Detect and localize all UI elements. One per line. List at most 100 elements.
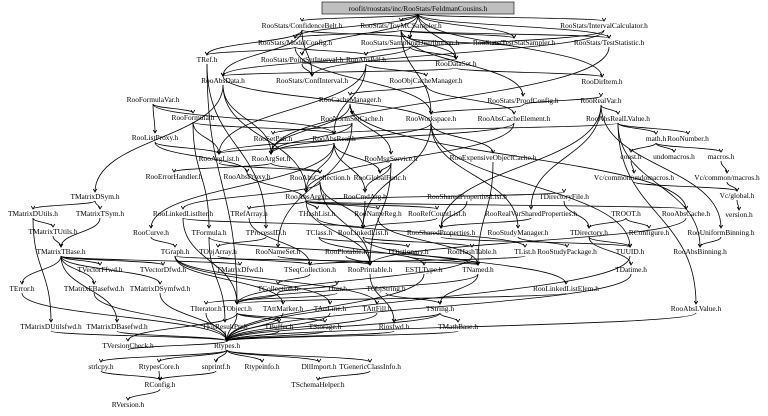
node-vcglobal[interactable]: Vc/global.h <box>720 191 755 200</box>
node-nameset[interactable]: RooNameSet.h <box>256 247 301 256</box>
node-consth[interactable]: const.h <box>620 152 641 161</box>
node-plotable[interactable]: RooPlotable.h <box>325 247 367 256</box>
node-thashlist[interactable]: THashList.h <box>299 209 336 218</box>
node-realvarsharedprop[interactable]: RooRealVarSharedProperties.h <box>485 209 577 218</box>
node-linkedlistitr[interactable]: RooLinkedListIter.h <box>153 209 213 218</box>
node-tmatrixdsymfwd[interactable]: TMatrixDSymfwd.h <box>130 284 191 293</box>
node-curve[interactable]: RooCurve.h <box>133 228 169 237</box>
node-tmatrixdutilsfwd[interactable]: TMatrixDUtilsfwd.h <box>20 322 82 331</box>
node-tdictionary[interactable]: TDictionary.h <box>387 247 428 256</box>
node-confbelt[interactable]: RooStats/ConfidenceBelt.h <box>262 21 343 30</box>
node-mathh[interactable]: math.h <box>646 134 667 143</box>
node-tiostream[interactable]: TIterator.h <box>190 304 222 313</box>
node-tmatrixfbasefwd[interactable]: TMatrixFBasefwd.h <box>64 284 124 293</box>
node-cachemgr[interactable]: RooCacheManager.h <box>319 95 381 104</box>
node-riosfwd[interactable]: Riosfwd.h <box>379 322 410 331</box>
node-strlcpy[interactable]: strlcpy.h <box>88 362 113 371</box>
node-absreallval[interactable]: RooAbsRealLValue.h <box>586 114 650 123</box>
node-tgraph[interactable]: TGraph.h <box>161 247 190 256</box>
node-trefarray[interactable]: TRefArray.h <box>230 209 268 218</box>
node-objcache[interactable]: RooObjCacheManager.h <box>389 76 463 85</box>
node-proofconfig[interactable]: RooStats/ProofConfig.h <box>487 96 559 105</box>
node-macros[interactable]: macros.h <box>708 152 735 161</box>
node-argset[interactable]: RooArgSet.h <box>252 154 291 163</box>
node-diritem[interactable]: RooDirItem.h <box>581 77 623 86</box>
node-attmarker[interactable]: TAttMarker.h <box>263 304 304 313</box>
node-formulavar[interactable]: RooFormulaVar.h <box>127 95 180 104</box>
node-tversioncheck[interactable]: TVersionCheck.h <box>102 341 154 350</box>
node-tdirfile[interactable]: TDirectoryFile.h <box>539 192 589 201</box>
root-node-label[interactable]: roofit/roostats/inc/RooStats/FeldmanCous… <box>349 4 488 13</box>
node-absdata[interactable]: RooAbsData.h <box>201 76 245 85</box>
node-rconfig[interactable]: RConfig.h <box>144 380 175 389</box>
node-intcalc[interactable]: RooStats/IntervalCalculator.h <box>560 21 648 30</box>
node-linkedlistelem[interactable]: RooLinkedListElem.h <box>533 284 599 293</box>
node-absreal[interactable]: RooAbsReal.h <box>312 134 356 143</box>
node-realvar[interactable]: RooRealVar.h <box>580 96 622 105</box>
node-tprocessid[interactable]: TProcessID.h <box>246 228 287 237</box>
node-tlisth[interactable]: TList.h <box>514 247 536 256</box>
node-namereg[interactable]: RooNameReg.h <box>354 209 402 218</box>
node-tuuid[interactable]: TUUID.h <box>616 247 645 256</box>
node-testsampler[interactable]: RooStats/TestStatSampler.h <box>473 38 556 47</box>
node-tclass[interactable]: TClass.h <box>306 228 332 237</box>
node-dataset[interactable]: RooDataSet.h <box>435 59 477 68</box>
node-troot[interactable]: TROOT.h <box>611 209 641 218</box>
node-absarg[interactable]: RooAbsArg.h <box>285 192 326 201</box>
node-msgservice[interactable]: RooMsgService.h <box>364 154 417 163</box>
node-studypackage[interactable]: RooStudyPackage.h <box>537 247 597 256</box>
node-listproxy[interactable]: RooListProxy.h <box>132 133 179 142</box>
node-uniformbinning[interactable]: RooUniformBinning.h <box>687 228 754 237</box>
node-tstring[interactable]: TString.h <box>426 304 454 313</box>
node-rtypes[interactable]: Rtypes.h <box>214 341 240 350</box>
node-tobject[interactable]: TObject.h <box>222 304 252 313</box>
node-normset[interactable]: RooNormSetCache.h <box>320 114 383 123</box>
node-pointset[interactable]: RooStats/PointSetInterval.h <box>261 55 344 64</box>
node-tdirectory[interactable]: TDirectory.h <box>570 228 608 237</box>
node-rtypescore[interactable]: RtypesCore.h <box>139 362 180 371</box>
node-tmatrixdsym[interactable]: TMatrixDSym.h <box>70 192 119 201</box>
node-tstorage[interactable]: TStorage.h <box>309 322 342 331</box>
node-arglist[interactable]: RooArgList.h <box>199 154 240 163</box>
node-titer[interactable]: TIter.h <box>327 284 347 293</box>
node-number[interactable]: RooNumber.h <box>667 134 709 143</box>
node-tbuffer[interactable]: TBuffer.h <box>265 322 294 331</box>
node-tschemahelper[interactable]: TSchemaHelper.h <box>291 380 344 389</box>
node-toymc[interactable]: RooStats/ToyMCSampler.h <box>360 21 442 30</box>
node-hashtable[interactable]: RooHashTable.h <box>447 247 497 256</box>
node-roofitresult[interactable]: TFitResultPtr.h <box>202 322 248 331</box>
node-absbinning[interactable]: RooAbsBinning.h <box>673 247 727 256</box>
node-tobjstring[interactable]: TObjString.h <box>366 284 405 293</box>
node-versionh[interactable]: version.h <box>725 210 753 219</box>
node-abscacheel[interactable]: RooAbsCacheElement.h <box>478 114 551 123</box>
node-attfill[interactable]: TAttFill.h <box>362 304 391 313</box>
node-errhandler[interactable]: RooErrorHandler.h <box>146 172 203 181</box>
node-terrorh[interactable]: TError.h <box>9 284 35 293</box>
node-sharedproplist[interactable]: RooSharedPropertiesList.h <box>427 192 507 201</box>
node-tobjarray[interactable]: TObjArray.h <box>199 247 237 256</box>
node-tvectordfwd[interactable]: TVectorDfwd.h <box>140 265 186 274</box>
node-tformula[interactable]: TFormula.h <box>191 228 226 237</box>
node-undomacros[interactable]: undomacros.h <box>653 152 695 161</box>
node-tcollection[interactable]: TCollection.h <box>258 284 299 293</box>
node-confint[interactable]: RooStats/ConfInterval.h <box>276 76 348 85</box>
node-abspdf[interactable]: RooAbsPdf.h <box>346 55 386 64</box>
node-cmdarg[interactable]: RooCmdArg.h <box>343 192 387 201</box>
node-studymgr[interactable]: RooStudyManager.h <box>488 228 549 237</box>
node-vcmacros[interactable]: Vc/common/macros.h <box>694 173 760 182</box>
node-rversion[interactable]: RVersion.h <box>112 400 145 409</box>
node-tnamed[interactable]: TNamed.h <box>462 265 494 274</box>
node-tmatrixtsym[interactable]: TMatrixTSym.h <box>76 209 125 218</box>
node-abscollection[interactable]: RooAbsCollection.h <box>290 173 351 182</box>
node-vccommon[interactable]: Vc/common/undomacros.h <box>594 173 675 182</box>
node-printable[interactable]: RooPrintable.h <box>348 265 393 274</box>
node-absproxy[interactable]: RooAbsProxy.h <box>224 172 271 181</box>
node-absvalue[interactable]: RooAbsLValue.h <box>671 304 722 313</box>
node-tdatime[interactable]: TDatime.h <box>615 265 647 274</box>
node-workspace[interactable]: RooWorkspace.h <box>406 114 457 123</box>
node-setpair[interactable]: RooSetPair.h <box>254 134 293 143</box>
node-modelconfig[interactable]: RooStats/ModelConfig.h <box>258 38 332 47</box>
node-tmathbase[interactable]: TMathBase.h <box>438 322 478 331</box>
node-tseqcollection[interactable]: TSeqCollection.h <box>284 265 336 274</box>
node-teststat[interactable]: RooStats/TestStatistic.h <box>574 38 645 47</box>
